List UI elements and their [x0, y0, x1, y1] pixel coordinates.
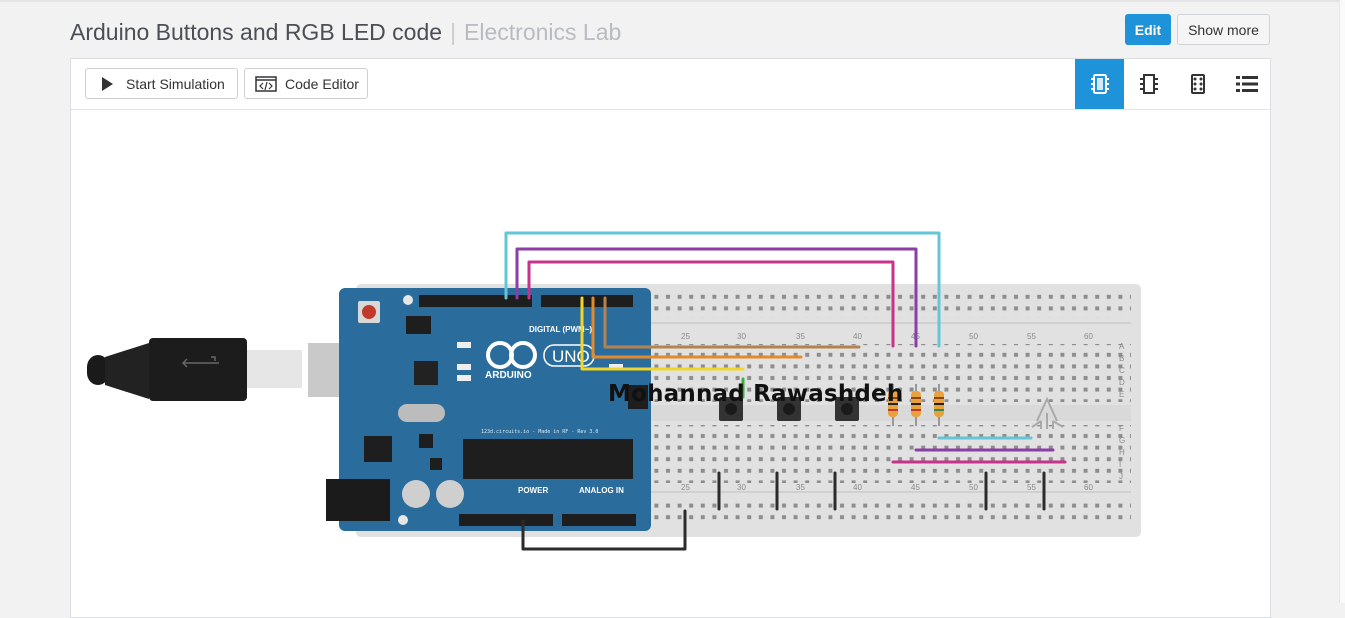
column-label: 30	[737, 483, 746, 492]
row-label: D	[1119, 378, 1125, 387]
column-label: 45	[911, 483, 920, 492]
resistor[interactable]	[911, 384, 921, 426]
component-list-icon	[1235, 76, 1258, 92]
breadboard-view-icon	[1090, 74, 1109, 94]
circuit-canvas[interactable]: 25 30 35 40 45 50 55 60 25 30 35 40 45 5…	[71, 109, 1270, 617]
author-watermark: Mohannad Rawashdeh	[608, 381, 904, 407]
board-fine-print: 123d.circuits.io - Made in RF - Rev 3.0	[481, 429, 598, 435]
resistor[interactable]	[934, 384, 944, 426]
row-label: I	[1119, 460, 1121, 469]
column-label: 30	[737, 332, 746, 341]
column-label: 55	[1027, 332, 1036, 341]
resistor[interactable]	[888, 384, 898, 426]
column-label: 25	[681, 332, 690, 341]
analog-label: ANALOG IN	[579, 486, 624, 495]
wire-magenta	[527, 260, 895, 348]
column-label: 60	[1084, 483, 1093, 492]
view-breadboard[interactable]	[1075, 59, 1124, 109]
title-separator: |	[450, 19, 457, 45]
digital-pins-label: DIGITAL (PWM~)	[529, 325, 592, 334]
circuit-drawing: 25 30 35 40 45 50 55 60 25 30 35 40 45 5…	[87, 231, 1141, 551]
arduino-uno-board[interactable]: ARDUINO UNO DIGITAL (PWM~) POWER ANALOG …	[326, 288, 651, 531]
column-label: 35	[796, 483, 805, 492]
column-label: 50	[969, 483, 978, 492]
pcb-view-icon	[1190, 74, 1205, 94]
board-model-text: UNO	[552, 347, 590, 366]
row-label: H	[1119, 448, 1125, 457]
row-label: B	[1119, 354, 1124, 363]
arduino-logo-icon	[486, 341, 537, 369]
code-editor-label: Code Editor	[285, 75, 359, 92]
usb-symbol-icon	[181, 356, 219, 368]
code-icon	[255, 75, 277, 92]
wire-brown	[603, 296, 861, 349]
column-label: 55	[1027, 483, 1036, 492]
row-label: F	[1119, 424, 1124, 433]
wire-orange-2	[580, 296, 745, 371]
row-label: C	[1119, 366, 1125, 375]
pushbutton[interactable]	[719, 397, 743, 421]
column-label: 50	[969, 332, 978, 341]
show-more-button[interactable]: Show more	[1177, 14, 1270, 45]
page-title: Arduino Buttons and RGB LED code | Electro…	[70, 19, 621, 46]
start-simulation-label: Start Simulation	[126, 75, 225, 92]
page-scrollbar[interactable]	[1339, 0, 1345, 603]
view-schematic[interactable]	[1124, 59, 1173, 109]
column-label: 25	[681, 483, 690, 492]
start-simulation-button[interactable]: Start Simulation	[85, 68, 238, 99]
column-label: 35	[796, 332, 805, 341]
column-label: 40	[853, 332, 862, 341]
view-component-list[interactable]	[1222, 59, 1271, 109]
row-label: G	[1119, 436, 1125, 445]
row-label: E	[1119, 390, 1124, 399]
schematic-view-icon	[1139, 74, 1158, 94]
top-border	[0, 0, 1345, 2]
edit-button[interactable]: Edit	[1125, 14, 1171, 45]
column-label: 40	[853, 483, 862, 492]
wire-purple	[515, 247, 918, 348]
pushbutton[interactable]	[777, 397, 801, 421]
panel-toolbar: Start Simulation Code Editor	[71, 59, 1270, 110]
code-editor-button[interactable]: Code Editor	[244, 68, 368, 99]
row-label: A	[1119, 342, 1125, 351]
power-label: POWER	[518, 486, 548, 495]
wires[interactable]	[504, 231, 1067, 551]
wire-black-gnd	[521, 509, 687, 551]
arduino-logo-text: ARDUINO	[485, 370, 532, 381]
pushbutton[interactable]	[835, 397, 859, 421]
wire-orange-1	[591, 296, 803, 359]
play-icon	[96, 76, 118, 91]
project-title: Arduino Buttons and RGB LED code	[70, 19, 443, 45]
wire-cyan	[504, 231, 941, 348]
circuit-panel: Start Simulation Code Editor	[70, 58, 1271, 618]
view-pcb[interactable]	[1173, 59, 1222, 109]
project-owner-link[interactable]: Electronics Lab	[464, 19, 622, 45]
column-label: 60	[1084, 332, 1093, 341]
row-label: J	[1119, 472, 1123, 481]
rgb-led[interactable]	[1031, 396, 1064, 429]
